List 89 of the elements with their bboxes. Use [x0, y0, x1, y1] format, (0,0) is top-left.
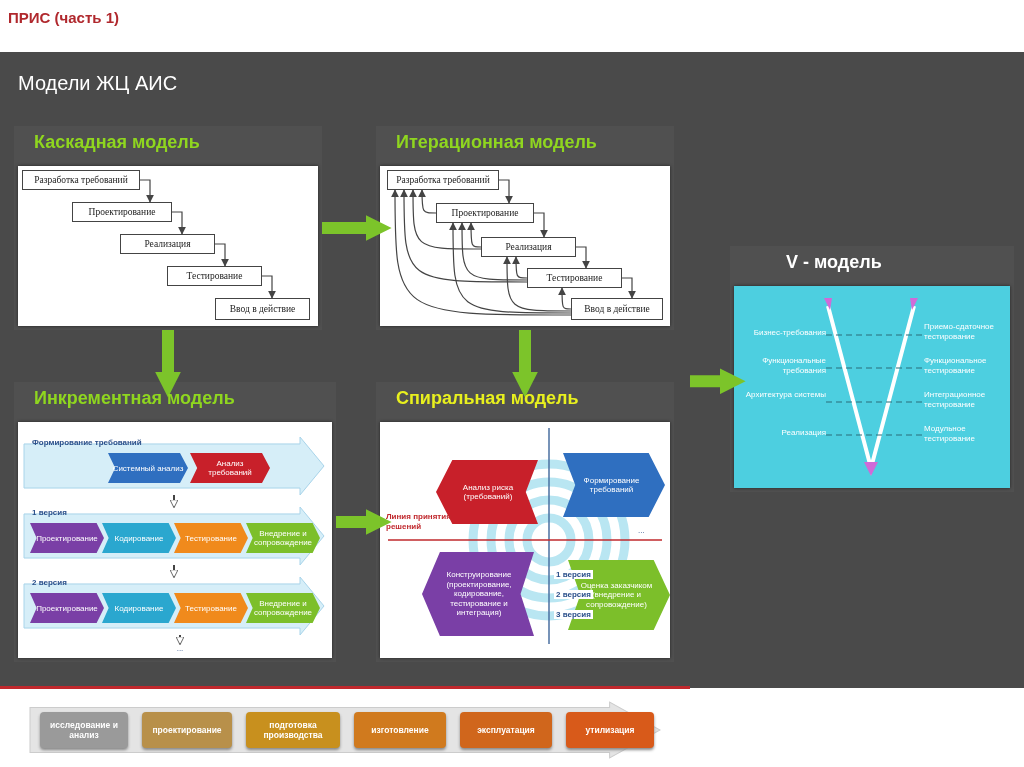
phase-label: Приемо-сдаточное тестирование: [924, 322, 1010, 346]
model-heading: Спиральная модель: [396, 388, 579, 409]
arrow: [214, 243, 229, 267]
arrow: [175, 634, 185, 646]
feedback-arrow: [558, 287, 572, 310]
block-arrow: [690, 368, 746, 395]
arrow: [171, 211, 186, 235]
chevron-step: Тестирование: [174, 523, 248, 553]
phase-label: Интеграционное тестирование: [924, 390, 1010, 414]
arrow: [169, 564, 179, 579]
chevron-step: Тестирование: [174, 593, 248, 623]
chevron-step: Проектирование: [30, 593, 104, 623]
model-heading: Инкрементная модель: [34, 388, 235, 409]
ellipsis-label: ...: [638, 526, 645, 535]
model-card: [376, 382, 674, 662]
band-banner: [24, 437, 324, 495]
block-arrow: [512, 330, 538, 398]
stage-box: Реализация: [481, 237, 576, 257]
stage-box: Разработка требований: [387, 170, 499, 190]
quadrant-shape: Формирование требований: [563, 453, 665, 517]
feedback-arrow: [418, 189, 437, 214]
block-arrow: [336, 509, 392, 535]
dashed-line: [825, 334, 925, 336]
phase-label: Модульное тестирование: [924, 424, 1010, 448]
phase-label: Функциональные требования: [740, 356, 826, 380]
arrow: [621, 277, 636, 299]
band-banner: [24, 507, 324, 565]
band-banner: [24, 577, 324, 635]
version-label: 2 версия: [554, 590, 593, 599]
feedback-arrow: [458, 222, 528, 281]
stage-tile: исследование и анализ: [40, 712, 128, 748]
chevron-step: Анализ требований: [190, 453, 270, 483]
arrow: [139, 179, 154, 203]
arrow: [575, 246, 590, 269]
chevron-step: Внедрение и сопровождение: [246, 523, 320, 553]
feedback-arrow: [512, 256, 528, 279]
stage-box: Тестирование: [167, 266, 262, 286]
feedback-arrow: [400, 189, 528, 283]
arrow: [169, 494, 179, 509]
stage-box: Реализация: [120, 234, 215, 254]
version-label: 3 версия: [554, 610, 593, 619]
stage-tile: подготовка производства: [246, 712, 340, 748]
model-heading: Каскадная модель: [34, 132, 200, 153]
band-label: 1 версия: [32, 508, 67, 517]
stage-box: Тестирование: [527, 268, 622, 288]
stage-tile: утилизация: [566, 712, 654, 748]
stage-tile: проектирование: [142, 712, 232, 748]
model-card: [14, 126, 322, 330]
phase-label: Реализация: [740, 428, 826, 442]
model-card: [14, 382, 336, 662]
arrow: [533, 212, 548, 238]
stage-box: Разработка требований: [22, 170, 140, 190]
band-label: Формирование требований: [32, 438, 142, 447]
dashed-line: [825, 367, 925, 369]
ellipsis-label: ...: [168, 644, 192, 656]
chevron-step: Проектирование: [30, 523, 104, 553]
stage-tile: эксплуатация: [460, 712, 552, 748]
feedback-arrow: [449, 222, 572, 314]
feedback-arrow: [503, 256, 572, 312]
version-label: 1 версия: [554, 570, 593, 579]
arrow: [498, 179, 513, 204]
model-heading: Итерационная модель: [396, 132, 597, 153]
model-heading: V - модель: [786, 252, 882, 273]
block-arrow: [155, 330, 181, 398]
feedback-arrow: [467, 222, 482, 248]
slide-title: ПРИС (часть 1): [8, 9, 120, 26]
model-card: [730, 246, 1014, 492]
feedback-arrow: [391, 189, 572, 316]
band-label: 2 версия: [32, 578, 67, 587]
model-card: [376, 126, 674, 330]
dashed-line: [825, 401, 925, 403]
quadrant-shape: Конструирование (проектирование, кодирование, тестирование и интеграция): [422, 552, 534, 636]
section-heading: Модели ЖЦ АИС: [18, 72, 178, 95]
chevron-step: Кодирование: [102, 523, 176, 553]
phase-label: Бизнес-требования: [740, 328, 826, 342]
chevron-step: Кодирование: [102, 593, 176, 623]
stage-box: Ввод в действие: [571, 298, 663, 320]
dashed-line: [825, 434, 925, 436]
block-arrow: [322, 215, 392, 241]
feedback-arrow: [409, 189, 482, 250]
arrow: [261, 275, 276, 299]
stage-box: Проектирование: [436, 203, 534, 223]
stage-tile: изготовление: [354, 712, 446, 748]
stage-band: [30, 702, 660, 758]
stage-box: Проектирование: [72, 202, 172, 222]
phase-label: Архитектура системы: [740, 390, 826, 414]
phase-label: Функциональное тестирование: [924, 356, 1010, 380]
chevron-step: Внедрение и сопровождение: [246, 593, 320, 623]
stage-box: Ввод в действие: [215, 298, 310, 320]
